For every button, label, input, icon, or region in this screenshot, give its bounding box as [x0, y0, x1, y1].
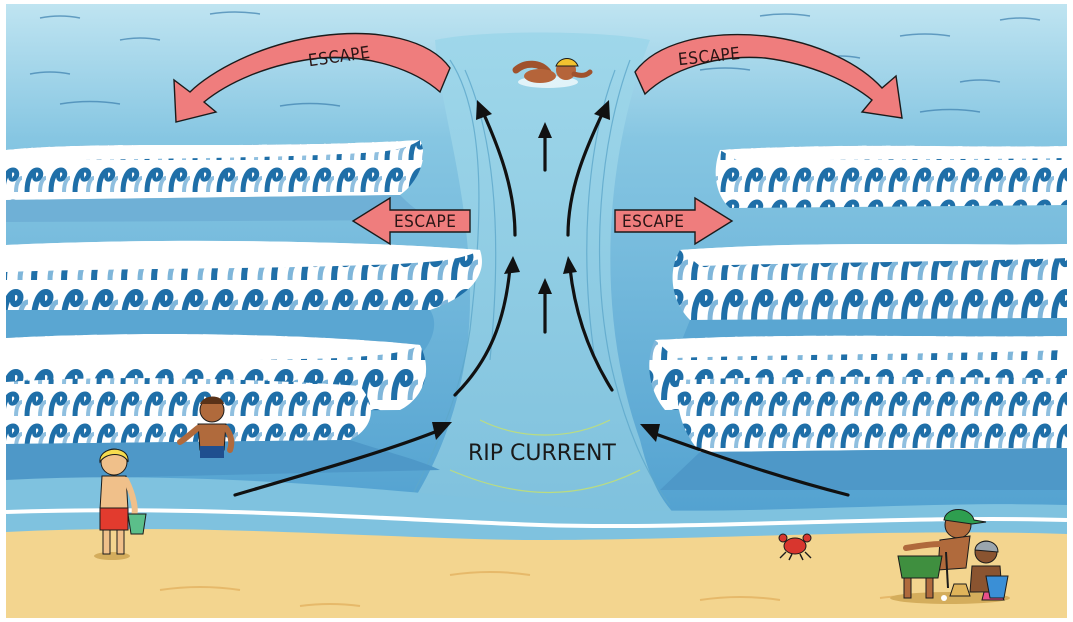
escape-label-mid-right: ESCAPE: [622, 212, 684, 232]
bucket-icon: [128, 514, 146, 534]
rip-current-label: RIP CURRENT: [468, 441, 616, 466]
escape-label-mid-left: ESCAPE: [394, 212, 456, 232]
